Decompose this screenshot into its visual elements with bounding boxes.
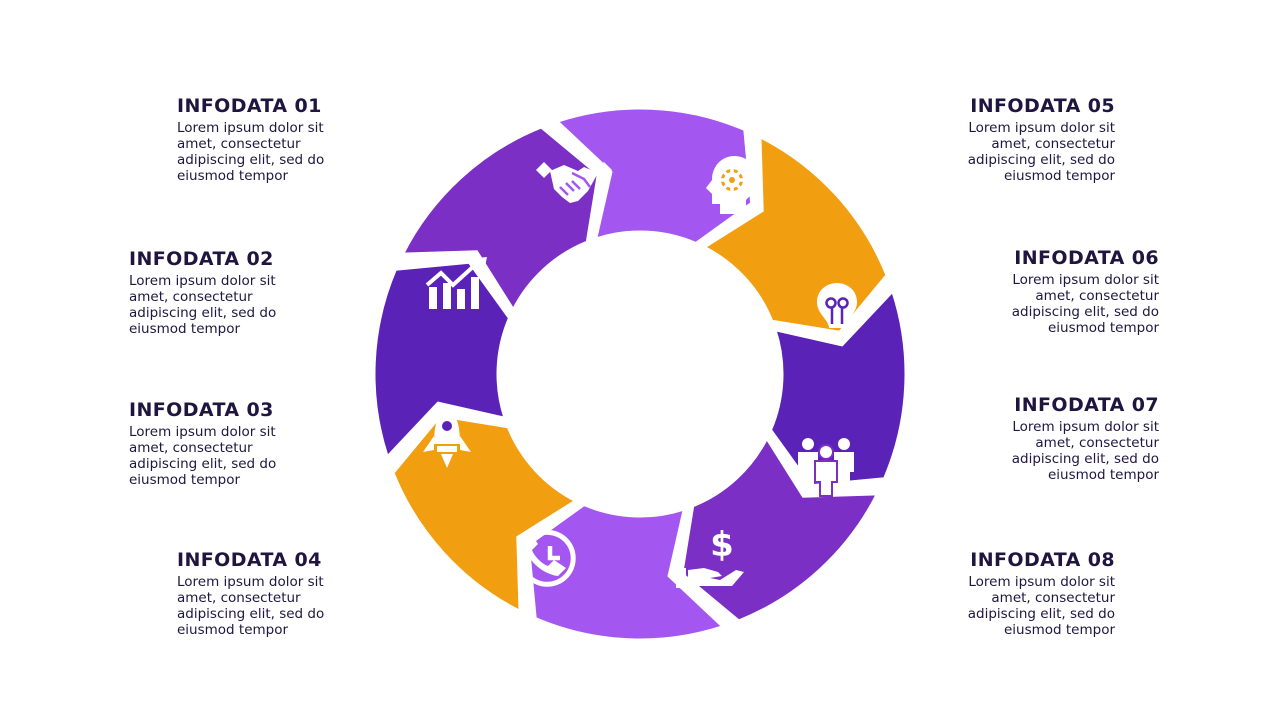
ring-icons: $ — [423, 156, 857, 588]
info-title: INFODATA 07 — [1014, 394, 1159, 416]
info-title: INFODATA 08 — [970, 549, 1115, 571]
svg-text:$: $ — [710, 525, 734, 565]
info-title: INFODATA 03 — [129, 399, 274, 421]
handshake-icon — [536, 162, 612, 203]
ring-segments — [372, 106, 908, 642]
ring-segment — [526, 502, 726, 642]
info-title: INFODATA 04 — [177, 549, 322, 571]
ring-segment — [391, 414, 580, 614]
ring-segment — [400, 125, 600, 314]
info-body: Lorem ipsum dolor sit amet, consectetur … — [129, 273, 277, 337]
info-block-03: INFODATA 03 Lorem ipsum dolor sit amet, … — [129, 399, 279, 488]
head-gear-icon — [706, 156, 756, 214]
info-block-05: INFODATA 05 Lorem ipsum dolor sit amet, … — [965, 95, 1115, 184]
info-body: Lorem ipsum dolor sit amet, consectetur … — [177, 120, 325, 184]
info-body: Lorem ipsum dolor sit amet, consectetur … — [967, 574, 1115, 638]
info-title: INFODATA 05 — [970, 95, 1115, 117]
ring-segment — [768, 288, 908, 488]
info-body: Lorem ipsum dolor sit amet, consectetur … — [177, 574, 325, 638]
info-block-01: INFODATA 01 Lorem ipsum dolor sit amet, … — [177, 95, 327, 184]
lightbulb-icon — [817, 283, 857, 341]
info-title: INFODATA 02 — [129, 248, 274, 270]
info-block-04: INFODATA 04 Lorem ipsum dolor sit amet, … — [177, 549, 327, 638]
info-title: INFODATA 01 — [177, 95, 322, 117]
ring-segment — [372, 260, 512, 460]
info-body: Lorem ipsum dolor sit amet, consectetur … — [967, 120, 1115, 184]
info-block-07: INFODATA 07 Lorem ipsum dolor sit amet, … — [1009, 394, 1159, 483]
info-body: Lorem ipsum dolor sit amet, consectetur … — [1011, 272, 1159, 336]
growth-chart-icon — [425, 257, 487, 309]
info-body: Lorem ipsum dolor sit amet, consectetur … — [129, 424, 277, 488]
info-body: Lorem ipsum dolor sit amet, consectetur … — [1011, 419, 1159, 483]
team-icon — [798, 438, 854, 497]
ring-segment — [700, 134, 889, 334]
info-title: INFODATA 06 — [1014, 247, 1159, 269]
money-hand-icon: $ — [676, 525, 744, 588]
phone-clock-icon — [518, 529, 576, 587]
info-block-02: INFODATA 02 Lorem ipsum dolor sit amet, … — [129, 248, 279, 337]
info-block-06: INFODATA 06 Lorem ipsum dolor sit amet, … — [1009, 247, 1159, 336]
rocket-icon — [423, 404, 471, 468]
info-block-08: INFODATA 08 Lorem ipsum dolor sit amet, … — [965, 549, 1115, 638]
ring-segment — [554, 106, 754, 246]
